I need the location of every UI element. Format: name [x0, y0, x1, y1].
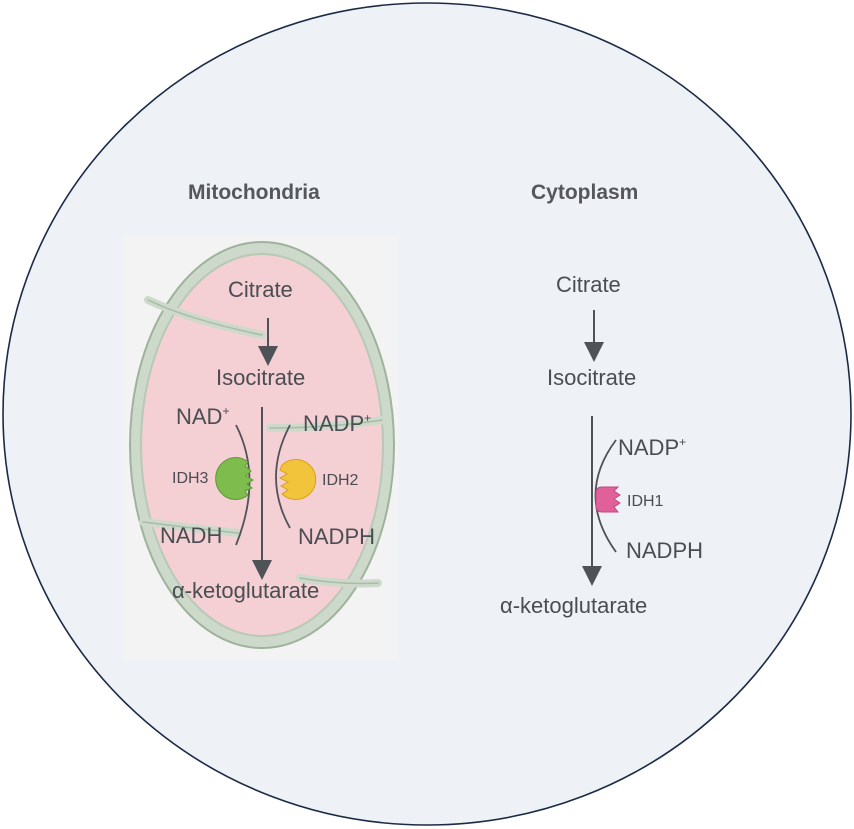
mito-nadph-label: NADPH [298, 524, 376, 549]
mitochondrion-cristae [139, 296, 386, 588]
mitochondria-title: Mitochondria [188, 181, 320, 204]
idh3-label: IDH3 [172, 470, 209, 487]
nadp-to-nadph-curve [275, 424, 291, 529]
idh1-enzyme-icon [595, 486, 621, 513]
idh2-label: IDH2 [322, 472, 359, 489]
idh1-label: IDH1 [627, 493, 664, 510]
cyto-alpha-ketoglutarate-label: α-ketoglutarate [500, 593, 648, 618]
idh3-enzyme-icon [215, 457, 254, 500]
nad-label: NAD+ [176, 404, 230, 429]
mito-isocitrate-label: Isocitrate [216, 365, 306, 390]
mito-alpha-ketoglutarate-label: α-ketoglutarate [172, 578, 320, 603]
idh2-enzyme-icon [278, 459, 317, 500]
mito-citrate-label: Citrate [228, 277, 293, 302]
mito-nadp-label: NADP+ [303, 411, 372, 436]
cyto-citrate-label: Citrate [556, 272, 621, 297]
cyto-nadp-label: NADP+ [618, 435, 687, 460]
cytoplasm-title: Cytoplasm [531, 181, 639, 204]
cyto-isocitrate-label: Isocitrate [547, 365, 637, 390]
cyto-nadph-label: NADPH [626, 538, 704, 563]
nadh-label: NADH [160, 523, 223, 548]
